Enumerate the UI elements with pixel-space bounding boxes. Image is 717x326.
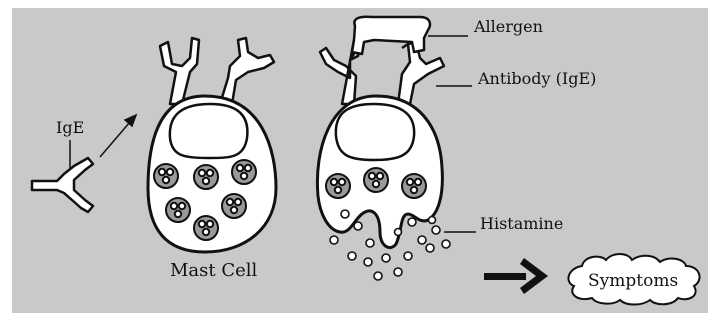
ige-label: IgE (56, 118, 84, 137)
nucleus-right (336, 104, 414, 160)
mast-cell-label: Mast Cell (170, 260, 258, 281)
symptoms-arrow (484, 258, 548, 294)
free-ige-antibody (32, 158, 93, 212)
antibody-label: Antibody (IgE) (477, 69, 596, 88)
allergen-label: Allergen (473, 17, 543, 36)
mast-cell-left (148, 38, 276, 252)
nucleus-left (170, 104, 248, 158)
histamine-label: Histamine (480, 214, 563, 233)
mast-cell-right (317, 17, 450, 280)
ige-arrow (100, 115, 136, 157)
symptoms-label: Symptoms (588, 271, 678, 291)
allergen-molecule (352, 17, 430, 54)
cell-surface-antibodies-right (320, 40, 444, 104)
cell-surface-antibodies-left (160, 38, 274, 104)
